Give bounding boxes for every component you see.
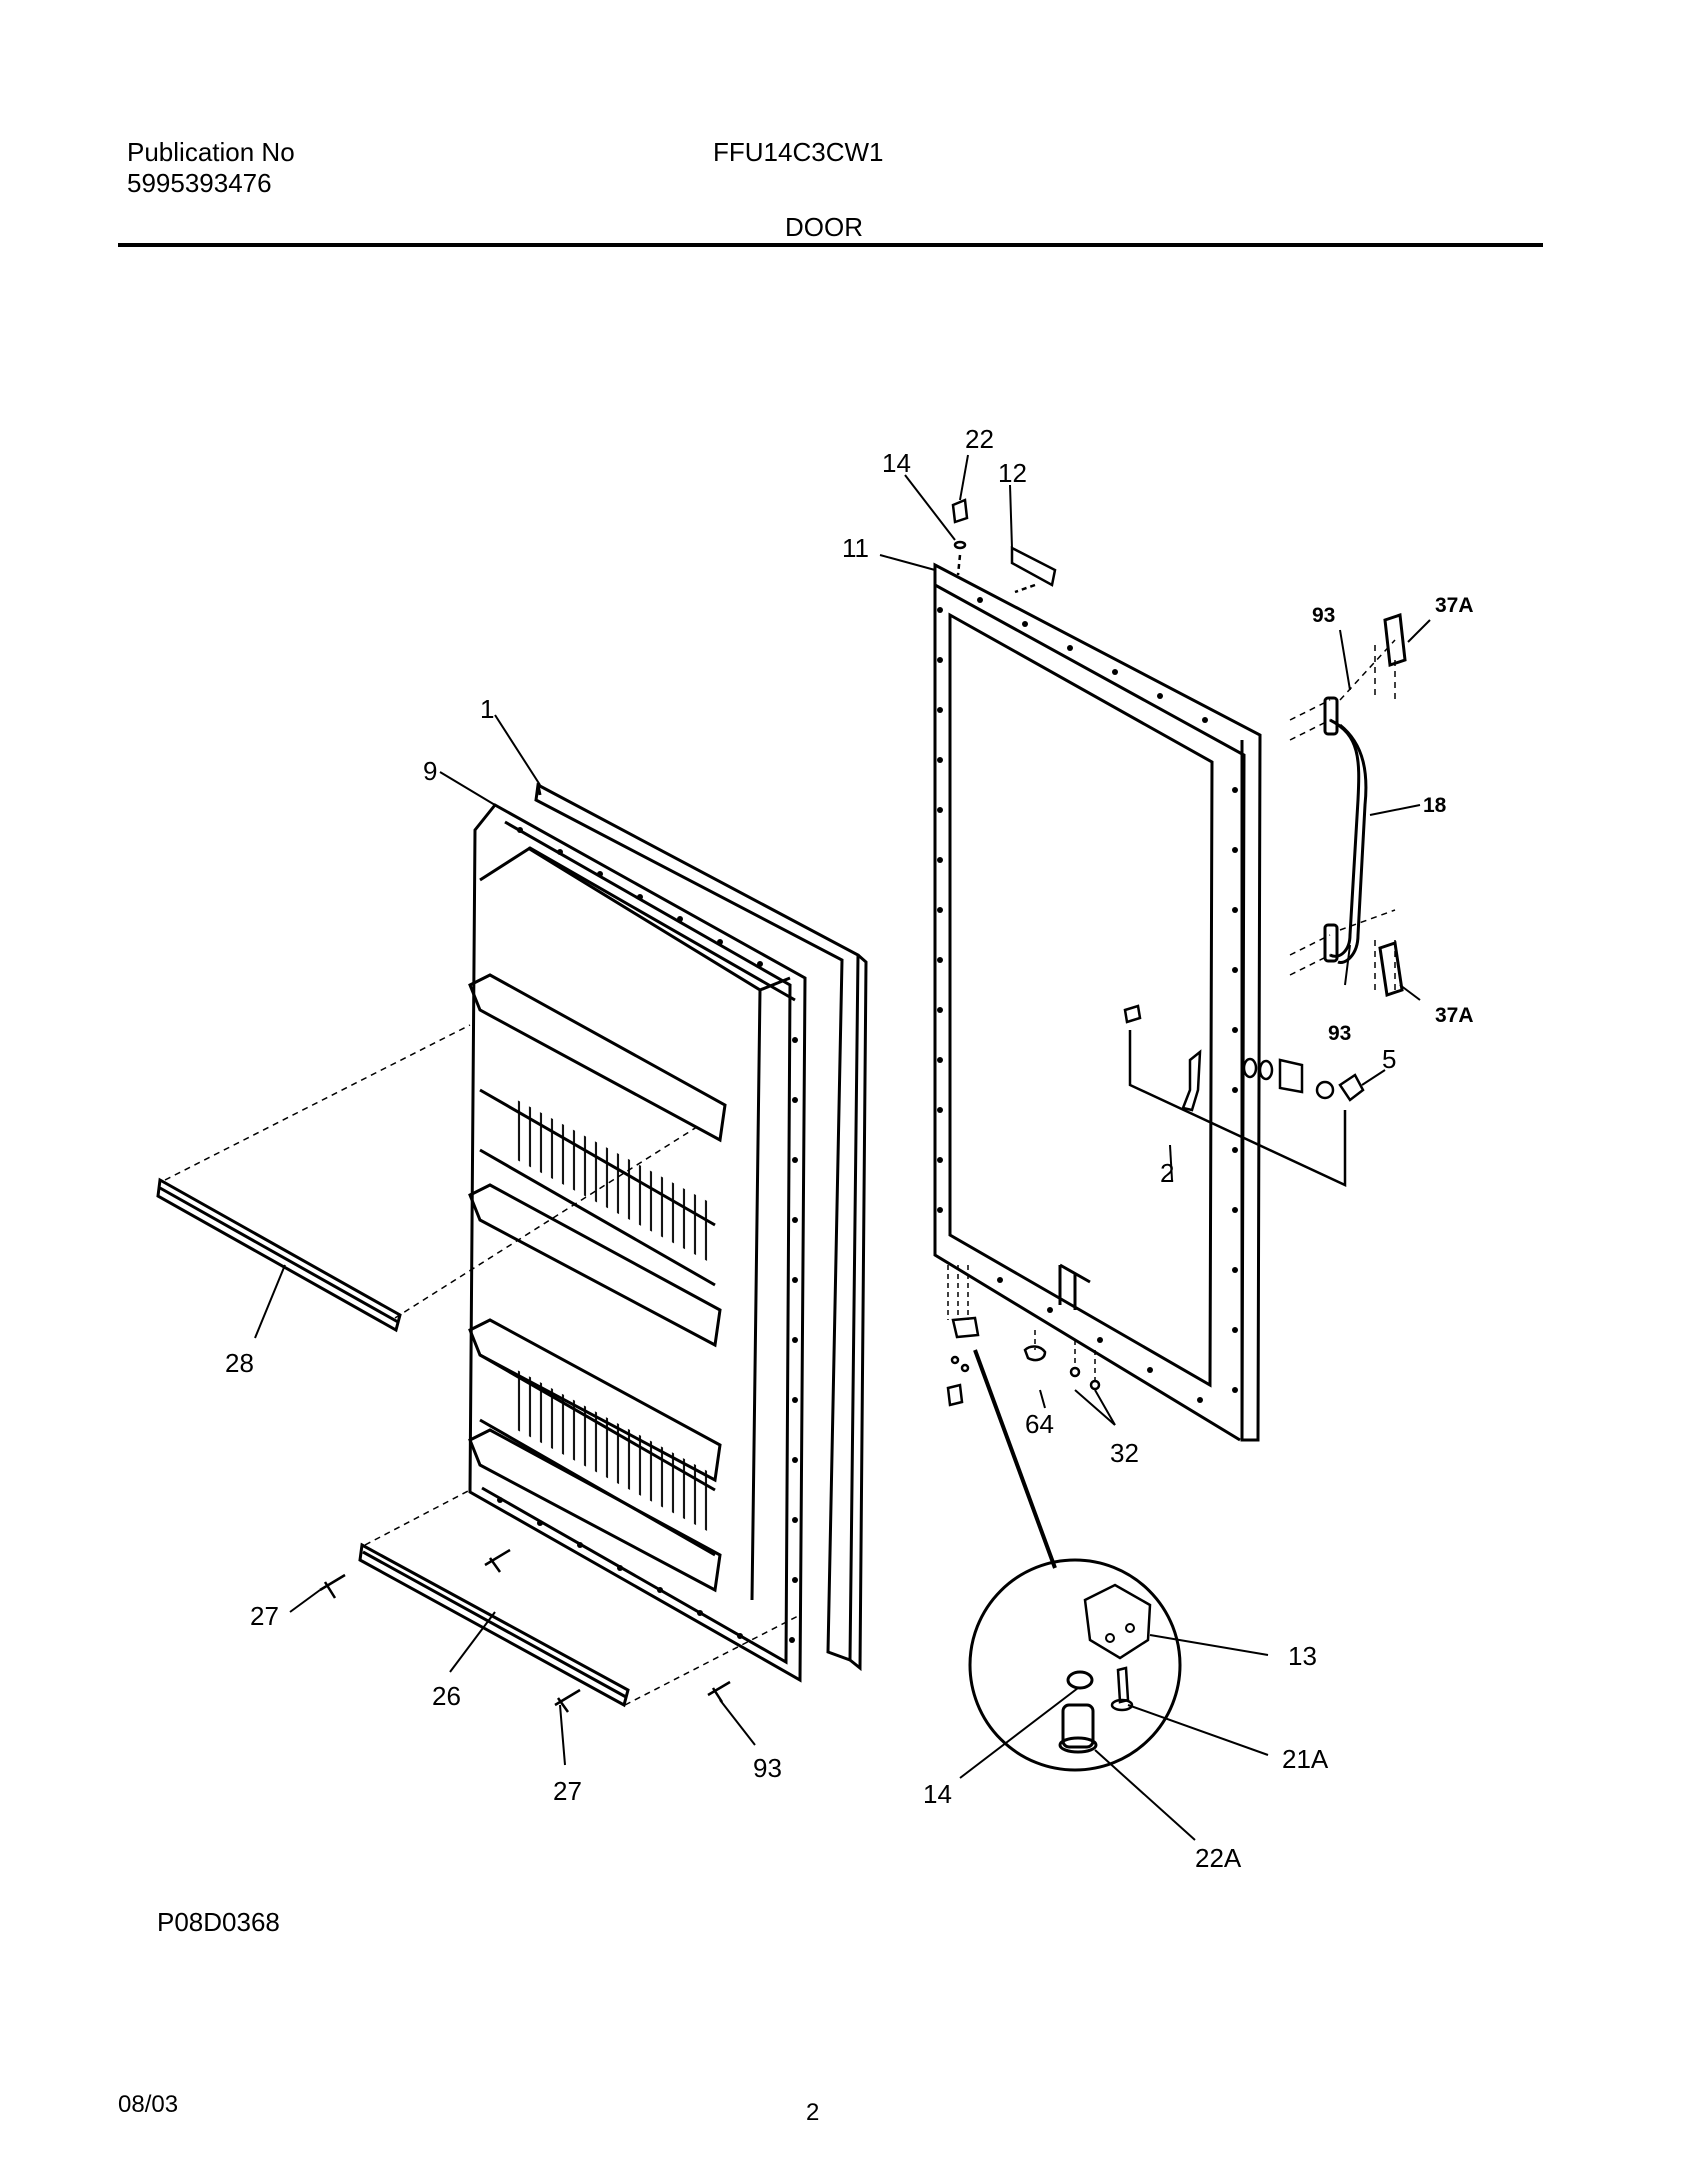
callout-37a-bottom: 37A (1435, 1004, 1474, 1027)
door-handle (1323, 612, 1407, 997)
callout-27-bottom: 27 (553, 1776, 582, 1806)
hinge-detail-circle (968, 1349, 1182, 1772)
part-28-shelf-bar (156, 1177, 402, 1333)
callout-22a: 22A (1195, 1843, 1242, 1873)
callout-21a: 21A (1282, 1744, 1329, 1774)
publication-label: Publication No (127, 137, 295, 167)
callout-32: 32 (1110, 1438, 1139, 1468)
bottom-hinge-parts (946, 1316, 1101, 1407)
model-number: FFU14C3CW1 (713, 137, 884, 167)
door-shelves (468, 973, 727, 1593)
callout-2: 2 (1160, 1158, 1174, 1188)
door-gasket (534, 782, 868, 1672)
part-26-shelf-bar (358, 1542, 630, 1708)
lock-assembly (1123, 1004, 1365, 1187)
callout-14-bottom: 14 (923, 1779, 952, 1809)
callout-28: 28 (225, 1348, 254, 1378)
callout-93-top: 93 (1312, 604, 1335, 627)
section-title: DOOR (785, 212, 863, 242)
publication-number: 5995393476 (127, 168, 272, 198)
figure-code: P08D0368 (157, 1907, 280, 1937)
callout-5: 5 (1382, 1044, 1396, 1074)
part-26-leader-dash (364, 1489, 801, 1706)
callout-93-mid: 93 (1328, 1022, 1351, 1045)
callout-22: 22 (965, 424, 994, 454)
handle-dashed-guides (1289, 639, 1396, 990)
callout-18: 18 (1423, 794, 1447, 817)
callout-9: 9 (423, 756, 437, 786)
bottom-hinge-dashes (947, 1265, 1096, 1380)
callout-leaders (254, 454, 1431, 1841)
callout-12: 12 (998, 458, 1027, 488)
header-rule (118, 243, 1543, 247)
door-panel (933, 562, 1262, 1442)
door-liner (468, 803, 807, 1683)
page-number: 2 (806, 2099, 820, 2126)
callout-37a-top: 37A (1435, 594, 1474, 617)
callout-26: 26 (432, 1681, 461, 1711)
callout-93-bottom: 93 (753, 1753, 782, 1783)
top-hinge-parts (951, 498, 1057, 594)
callout-64: 64 (1025, 1409, 1054, 1439)
callout-11: 11 (842, 533, 869, 563)
screw-icon (319, 1548, 731, 1713)
part-28-leader-dash (164, 1024, 701, 1319)
callout-27-left: 27 (250, 1601, 279, 1631)
publication-date: 08/03 (118, 2091, 179, 2118)
callout-14-top: 14 (882, 448, 911, 478)
callout-1: 1 (480, 694, 494, 724)
callout-13: 13 (1288, 1641, 1317, 1671)
